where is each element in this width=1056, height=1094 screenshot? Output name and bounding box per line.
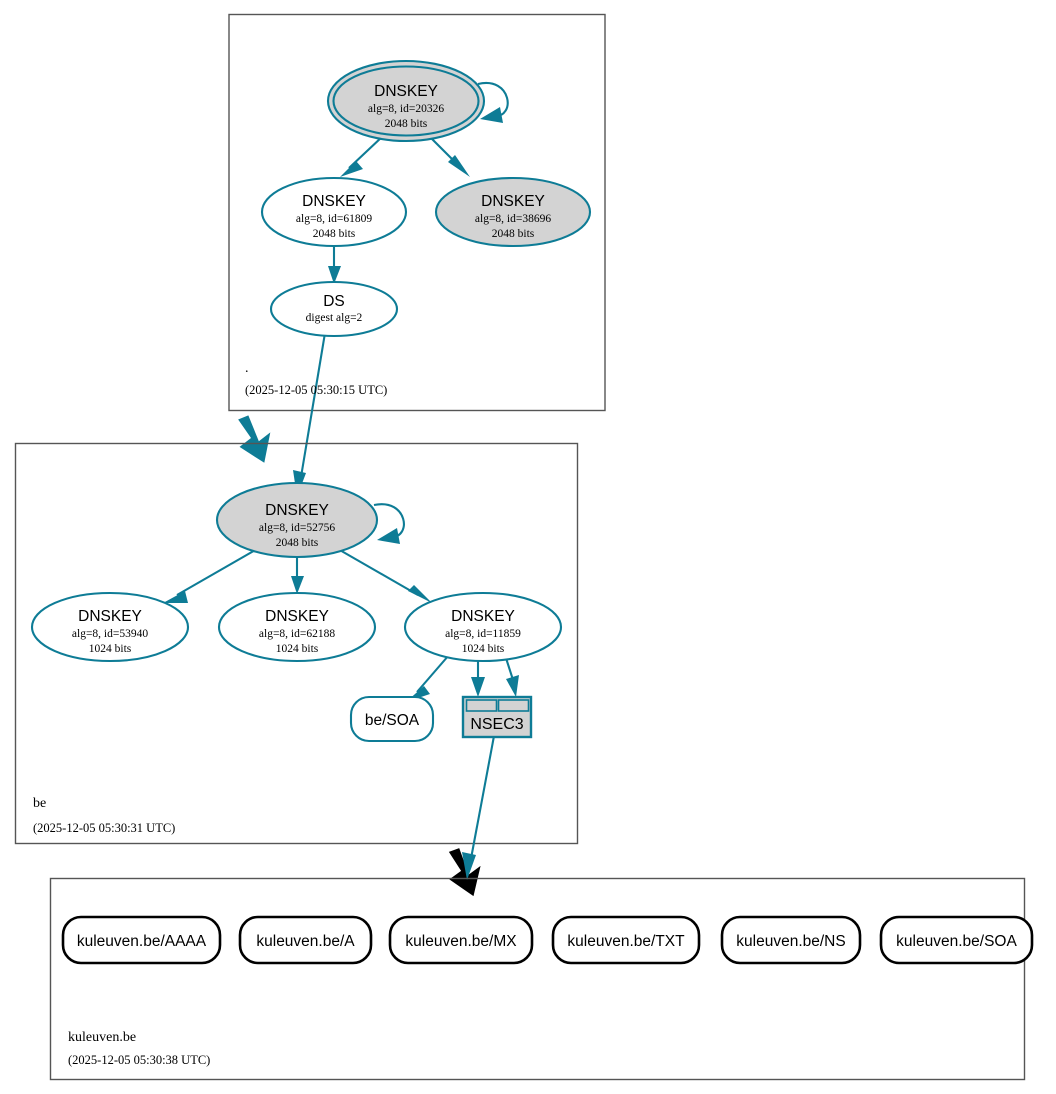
node-outline (388, 915, 534, 965)
edge-root-ksk-selfloop (477, 81, 509, 123)
node-title: kuleuven.be/A (256, 933, 355, 950)
zone-root: DNSKEY alg=8, id=20326 2048 bits DNSKEY … (228, 13, 606, 497)
node-line3: 2048 bits (276, 537, 319, 549)
node-line2: alg=8, id=11859 (445, 628, 521, 640)
edge-be-ksk-to-zsk62188 (291, 554, 304, 594)
node-line2: alg=8, id=38696 (475, 213, 551, 225)
edge-be-zsk11859-to-nsec3-cell-2 (504, 654, 519, 697)
node-line2: alg=8, id=61809 (296, 213, 372, 225)
edge-be-zsk11859-to-soa (406, 654, 450, 702)
edge-be-nsec3-to-kuleuven (462, 735, 496, 880)
node-dnskey-root-ksk-20326[interactable]: DNSKEY alg=8, id=20326 2048 bits (326, 59, 486, 143)
node-title: DNSKEY (451, 608, 515, 625)
node-rrset-kuleuven-soa[interactable]: kuleuven.be/SOA (879, 915, 1034, 965)
node-line2: alg=8, id=52756 (259, 522, 335, 534)
zone-be-timestamp: (2025-12-05 05:30:31 UTC) (33, 821, 175, 835)
node-title: DNSKEY (78, 608, 142, 625)
node-title: be/SOA (365, 712, 420, 729)
node-title: kuleuven.be/SOA (896, 933, 1017, 950)
node-dnskey-be-zsk-62188[interactable]: DNSKEY alg=8, id=62188 1024 bits (217, 591, 377, 663)
node-dnskey-root-zsk-61809[interactable]: DNSKEY alg=8, id=61809 2048 bits (260, 176, 408, 248)
node-outline (403, 591, 563, 663)
node-outline (260, 176, 408, 248)
node-title: kuleuven.be/NS (736, 933, 845, 950)
node-title: DNSKEY (374, 83, 438, 100)
edge-root-ds-to-be-ksk (293, 332, 327, 497)
zone-be-name: be (33, 796, 46, 811)
node-line3: 1024 bits (276, 643, 319, 655)
nsec3-cell-2[interactable] (497, 699, 530, 712)
edge-root-zsk61809-to-ds (328, 244, 341, 284)
node-outline-outer (326, 59, 486, 143)
node-ds-root[interactable]: DS digest alg=2 (269, 280, 399, 338)
node-title: NSEC3 (470, 716, 523, 733)
zone-be-border (14, 442, 579, 845)
node-title: DNSKEY (302, 193, 366, 210)
edge-be-ksk-to-zsk11859 (337, 548, 432, 603)
node-dnskey-be-zsk-53940[interactable]: DNSKEY alg=8, id=53940 1024 bits (30, 591, 190, 663)
node-line3: 2048 bits (385, 118, 428, 130)
node-outline (215, 481, 379, 559)
node-outline (269, 280, 399, 338)
node-outline (879, 915, 1034, 965)
node-outline (349, 695, 435, 743)
node-line2: alg=8, id=20326 (368, 103, 444, 115)
node-dnskey-be-ksk-52756[interactable]: DNSKEY alg=8, id=52756 2048 bits (215, 481, 379, 559)
nsec3-cell-1[interactable] (465, 699, 498, 712)
zone-be: DNSKEY alg=8, id=52756 2048 bits DNSKEY … (14, 442, 579, 897)
node-dnskey-root-ksk-38696[interactable]: DNSKEY alg=8, id=38696 2048 bits (434, 176, 592, 248)
node-outline-inner (332, 65, 480, 137)
zone-root-name: . (245, 361, 249, 376)
zone-kuleuven-timestamp: (2025-12-05 05:30:38 UTC) (68, 1053, 210, 1067)
node-line2: alg=8, id=62188 (259, 628, 335, 640)
node-title: DS (323, 293, 345, 310)
node-line2: alg=8, id=53940 (72, 628, 148, 640)
node-dnskey-be-zsk-11859[interactable]: DNSKEY alg=8, id=11859 1024 bits (403, 591, 563, 663)
node-rrset-kuleuven-aaaa[interactable]: kuleuven.be/AAAA (61, 915, 222, 965)
edge-root-ksk-to-zsk61809 (340, 135, 384, 177)
delegation-arrow-be-to-kuleuven (448, 848, 481, 897)
zone-kuleuven-name: kuleuven.be (68, 1030, 136, 1045)
node-line3: 1024 bits (462, 643, 505, 655)
node-title: DNSKEY (265, 608, 329, 625)
node-line3: 2048 bits (492, 228, 535, 240)
zone-kuleuven: kuleuven.be/AAAA kuleuven.be/A kuleuven.… (49, 877, 1034, 1081)
node-line2: digest alg=2 (306, 312, 363, 324)
edge-root-ksk-to-ksk38696 (428, 135, 470, 177)
node-nsec3-be[interactable]: NSEC3 (461, 695, 533, 739)
node-title: kuleuven.be/AAAA (77, 933, 207, 950)
node-outline (238, 915, 373, 965)
node-outline (61, 915, 222, 965)
node-outline (30, 591, 190, 663)
node-rrset-kuleuven-ns[interactable]: kuleuven.be/NS (720, 915, 862, 965)
node-rrset-kuleuven-txt[interactable]: kuleuven.be/TXT (551, 915, 701, 965)
node-title: DNSKEY (481, 193, 545, 210)
node-line3: 2048 bits (313, 228, 356, 240)
node-title: kuleuven.be/TXT (567, 933, 685, 950)
node-rrset-kuleuven-mx[interactable]: kuleuven.be/MX (388, 915, 534, 965)
node-outline (551, 915, 701, 965)
node-rrset-be-soa[interactable]: be/SOA (349, 695, 435, 743)
node-outline (434, 176, 592, 248)
node-line3: 1024 bits (89, 643, 132, 655)
node-title: DNSKEY (265, 502, 329, 519)
node-outline (217, 591, 377, 663)
node-title: kuleuven.be/MX (405, 933, 517, 950)
zone-kuleuven-border (49, 877, 1026, 1081)
delegation-arrow-root-to-be (238, 415, 271, 463)
edge-be-ksk-selfloop (373, 503, 405, 544)
zone-root-timestamp: (2025-12-05 05:30:15 UTC) (245, 383, 387, 397)
node-rrset-kuleuven-a[interactable]: kuleuven.be/A (238, 915, 373, 965)
zone-root-border (228, 13, 606, 412)
edge-be-ksk-to-zsk53940 (163, 548, 258, 603)
node-outline (720, 915, 862, 965)
